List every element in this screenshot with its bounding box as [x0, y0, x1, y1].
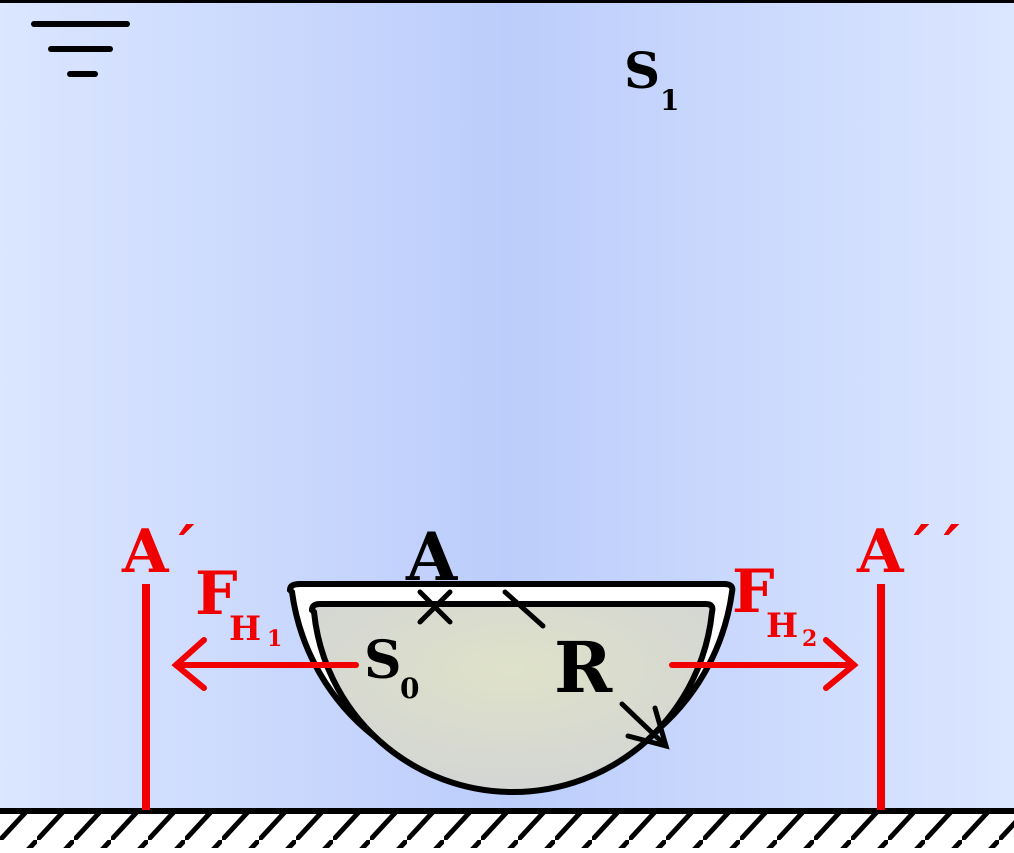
radius-arrow: [502, 589, 670, 750]
point-a-label: A: [405, 518, 458, 596]
force-arrow-fh1: [171, 637, 359, 691]
fh1-label: F: [195, 559, 238, 629]
fh2-label: F: [732, 557, 775, 627]
fh2-index: 2: [802, 626, 817, 652]
a-prime-label: A´: [121, 517, 199, 587]
body-interior: [308, 601, 716, 796]
s1-label: S: [624, 41, 660, 100]
top-border: [0, 0, 1014, 3]
s0-label: S: [364, 630, 402, 691]
fh2-subscript: H: [766, 606, 798, 646]
fh1-subscript: H: [229, 609, 261, 649]
fh1-index: 1: [267, 626, 282, 652]
hatched-ground-icon: [0, 808, 1014, 848]
x-mark-icon: [417, 589, 453, 625]
s0-subscript: 0: [400, 672, 419, 705]
force-arrow-fh2: [669, 637, 859, 691]
submerged-body: [286, 581, 736, 796]
s1-subscript: 1: [660, 84, 679, 117]
radius-label: R: [554, 626, 613, 709]
water-surface-icon: [31, 21, 130, 77]
a-double-prime-label: A´´: [856, 517, 964, 587]
